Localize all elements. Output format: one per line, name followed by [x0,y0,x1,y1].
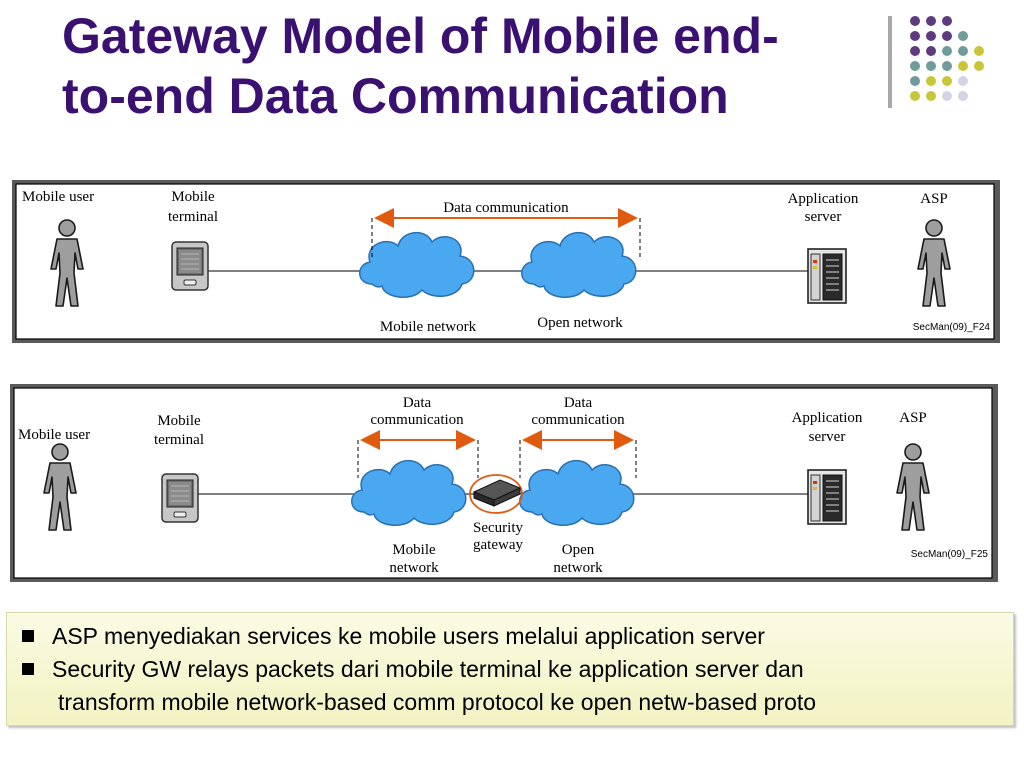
application-server-icon [807,248,847,304]
label-mobile-terminal-1: Mobile [157,413,201,429]
dot [910,31,920,41]
label-mobile-terminal-1: Mobile [171,189,215,205]
square-bullet-icon [22,630,34,642]
label-security-gateway-2: gateway [473,537,523,553]
security-gateway-highlight [469,474,523,514]
dot [958,76,968,86]
label-data-communication-right-1: Data [564,395,593,411]
mobile-terminal-icon [161,473,199,523]
dot [910,76,920,86]
application-server-icon [807,469,847,525]
label-application-server-1: Application [788,191,859,207]
label-application-server-2: server [805,209,842,225]
dot [910,91,920,101]
label-mobile-terminal-2: terminal [168,209,218,225]
label-asp: ASP [920,191,948,207]
dot [926,16,936,26]
label-mobile-user: Mobile user [18,427,90,443]
dot [958,31,968,41]
dot [926,76,936,86]
dot [926,61,936,71]
bullet-item: Security GW relays packets dari mobile t… [18,653,1014,719]
bullet-text: ASP menyediakan services ke mobile users… [52,623,765,649]
dot [942,31,952,41]
label-data-communication-left-1: Data [403,395,432,411]
dot [942,91,952,101]
dot [958,61,968,71]
label-mobile-network-2: network [389,560,439,576]
dot [974,61,984,71]
label-open-network: Open network [537,315,623,331]
dot [926,31,936,41]
security-gateway-icon [472,479,522,507]
label-data-communication: Data communication [443,200,569,216]
dot [958,46,968,56]
dot [910,61,920,71]
dot [942,61,952,71]
label-mobile-network-1: Mobile [392,542,436,558]
label-application-server-1: Application [792,410,863,426]
square-bullet-icon [22,663,34,675]
label-security-gateway-1: Security [473,520,523,536]
diagram-top: Mobile user Mobile terminal Data communi… [12,180,1000,343]
dot [942,16,952,26]
title-line-1: Gateway Model of Mobile end- [62,8,779,64]
dot [926,46,936,56]
dot [942,46,952,56]
figure-code-bottom: SecMan(09)_F25 [911,549,989,560]
dot [910,46,920,56]
figure-code-top: SecMan(09)_F24 [913,322,991,333]
bullet-text-continuation: transform mobile network-based comm prot… [58,689,817,715]
dot [910,16,920,26]
dot [974,46,984,56]
label-asp: ASP [899,410,927,426]
label-mobile-terminal-2: terminal [154,432,204,448]
bullet-list: ASP menyediakan services ke mobile users… [6,612,1014,726]
dot [926,91,936,101]
title-line-2: to-end Data Communication [62,68,729,124]
label-data-communication-right-2: communication [531,412,625,428]
dot [958,91,968,101]
dot [942,76,952,86]
label-mobile-user: Mobile user [22,189,94,205]
mobile-terminal-icon [171,241,209,291]
label-open-network-2: network [553,560,603,576]
label-mobile-network: Mobile network [380,319,477,335]
bullet-text: Security GW relays packets dari mobile t… [52,656,804,682]
slide-title: Gateway Model of Mobile end- to-end Data… [62,6,862,126]
label-open-network-1: Open [562,542,595,558]
bullet-item: ASP menyediakan services ke mobile users… [18,620,1014,653]
label-application-server-2: server [809,429,846,445]
label-data-communication-left-2: communication [370,412,464,428]
decorative-divider [888,16,892,108]
diagram-bottom: Mobile user Mobile terminal Data communi… [10,384,998,582]
